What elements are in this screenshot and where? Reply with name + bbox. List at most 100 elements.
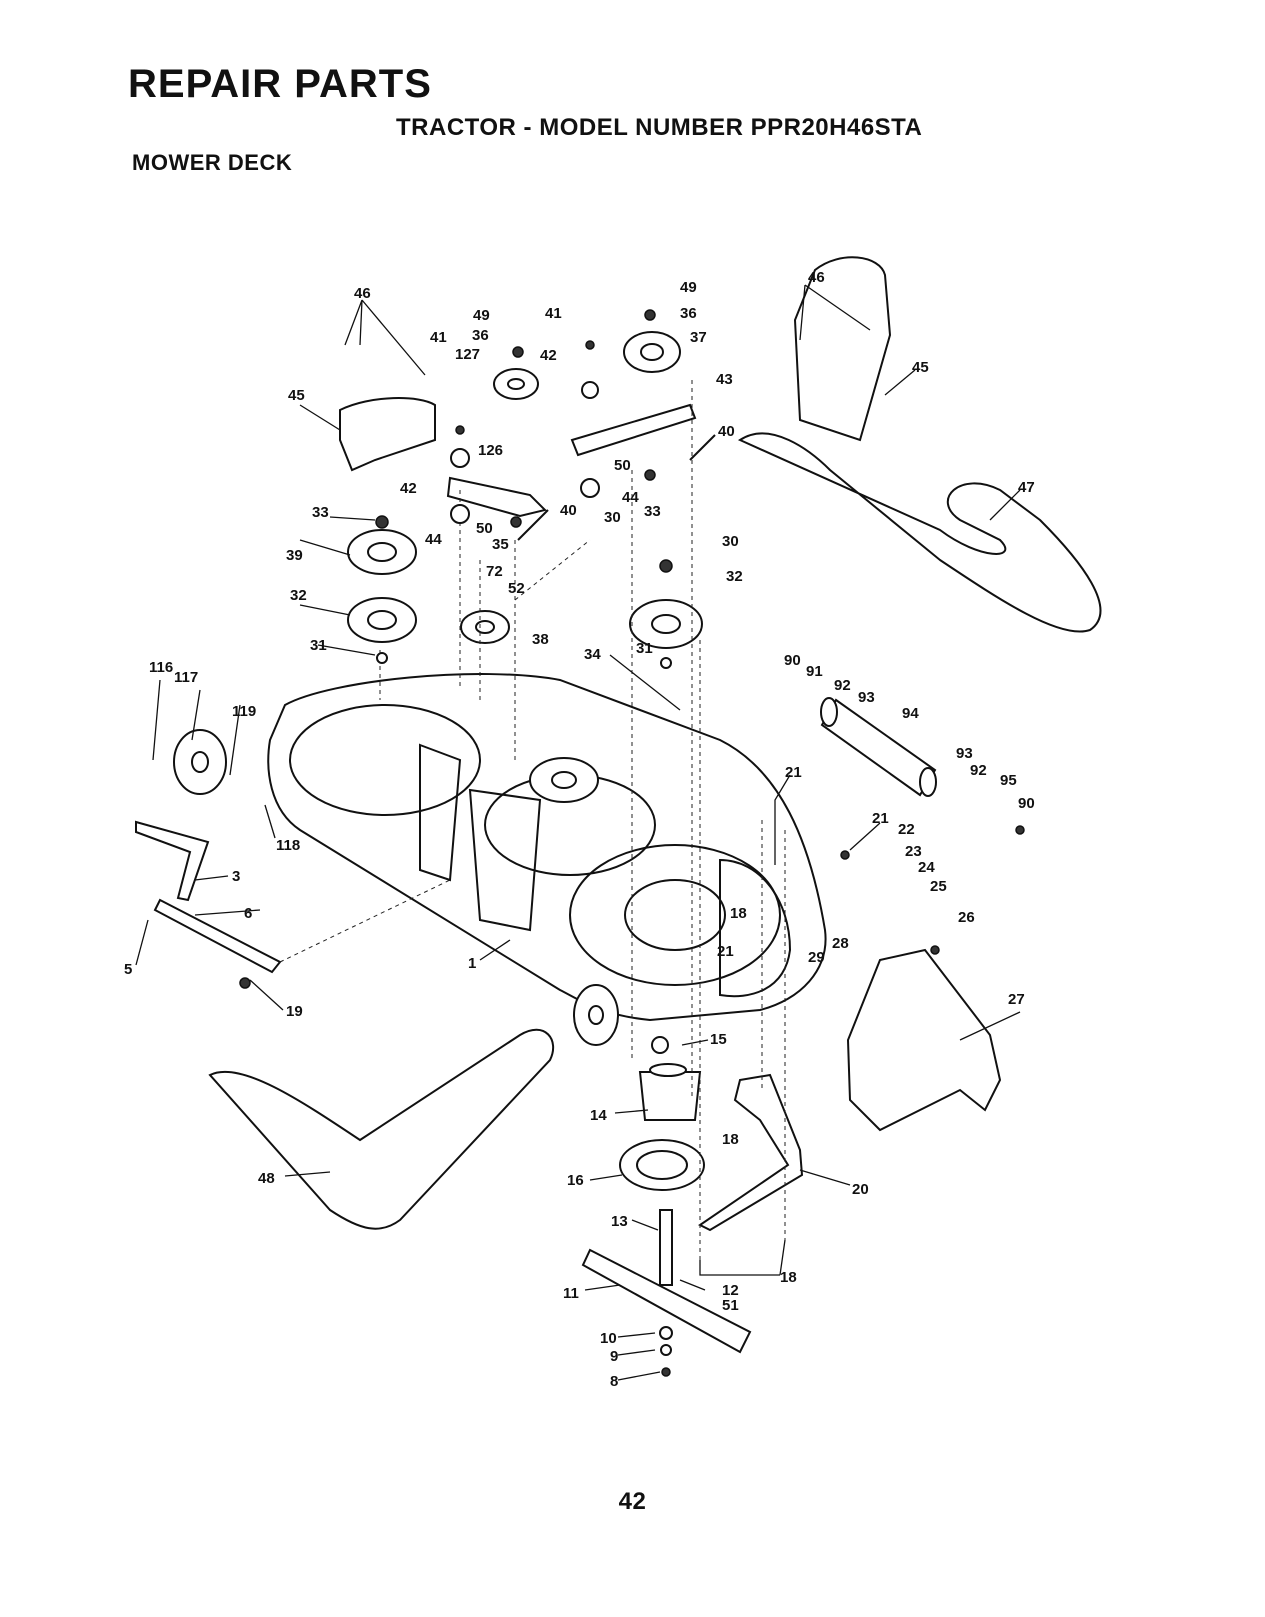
callout-21-2: 21 [872,810,889,827]
callout-9: 9 [610,1348,618,1365]
callout-15: 15 [710,1031,727,1048]
section-title: MOWER DECK [132,150,293,175]
callout-24: 24 [918,859,935,876]
callout-44-2: 44 [425,531,442,548]
callout-48: 48 [258,1170,275,1187]
callout-42: 42 [540,347,557,364]
pulley-deck-center [529,757,599,803]
hardware-fasteners [239,309,1025,1377]
idler-arm-126 [446,476,547,518]
callout-94: 94 [902,705,919,722]
callout-117: 117 [174,669,198,686]
callout-6: 6 [244,905,252,922]
callout-52: 52 [508,580,525,597]
callout-92: 92 [834,677,851,694]
callout-36: 36 [472,327,489,344]
discharge-chute-27 [846,948,1002,1132]
callout-18-2: 18 [722,1131,739,1148]
callout-35: 35 [492,536,509,553]
callout-45: 45 [288,387,305,404]
belt-cover-right [793,256,892,442]
callout-29: 29 [808,949,825,966]
gauge-wheel-front [573,984,619,1046]
callout-41-2: 41 [430,329,447,346]
pulley-32-left [347,597,417,643]
callout-18-3: 18 [780,1269,797,1286]
link-6 [153,898,282,974]
callout-33-2: 33 [644,503,661,520]
callout-26: 26 [958,909,975,926]
callout-19: 19 [286,1003,303,1020]
callout-126: 126 [478,442,503,459]
leader-lines [135,284,1021,1381]
callout-95: 95 [1000,772,1017,789]
callout-50: 50 [614,457,631,474]
page-number: 42 [618,1488,647,1515]
callout-49: 49 [473,307,490,324]
callout-46-2: 46 [808,269,825,286]
callout-118: 118 [276,837,300,854]
callout-28: 28 [832,935,849,952]
callout-5: 5 [124,961,132,978]
callout-51: 51 [722,1297,739,1314]
spring-40-right [689,434,716,461]
callout-21-3: 21 [717,943,734,960]
spindle-shaft-13 [659,1209,673,1286]
callout-37: 37 [690,329,707,346]
gauge-wheel-117 [173,729,227,795]
callout-23: 23 [905,843,922,860]
pulley-52 [460,610,510,644]
callout-90-2: 90 [1018,795,1035,812]
callout-42-2: 42 [400,480,417,497]
callout-90: 90 [784,652,801,669]
idler-arm-43 [570,403,697,457]
spindle-housing-14 [638,1063,702,1121]
callout-22: 22 [898,821,915,838]
callout-43: 43 [716,371,733,388]
callout-32: 32 [290,587,307,604]
callout-44: 44 [622,489,639,506]
callout-93-2: 93 [956,745,973,762]
mower-deck [267,673,827,1022]
pulley-39 [347,529,417,575]
callout-1: 1 [468,955,476,972]
callout-47: 47 [1018,479,1035,496]
callout-49-2: 49 [680,279,697,296]
callout-72: 72 [486,563,503,580]
callout-25: 25 [930,878,947,895]
spring-40-left [517,509,549,541]
callout-116: 116 [149,659,173,676]
callout-10: 10 [600,1330,617,1347]
model-subtitle: TRACTOR - MODEL NUMBER PPR20H46STA [396,114,923,141]
callout-40-2: 40 [560,502,577,519]
callout-34: 34 [584,646,601,663]
callout-30: 30 [604,509,621,526]
pulley-127 [493,368,539,400]
callout-119: 119 [232,703,256,720]
callout-8: 8 [610,1373,618,1390]
callout-46: 46 [354,285,371,302]
callout-27: 27 [1008,991,1025,1008]
bracket-3 [135,820,210,902]
callout-11: 11 [563,1285,579,1302]
callout-31: 31 [310,637,327,654]
callout-12: 12 [722,1282,739,1299]
callout-32-2: 32 [726,568,743,585]
callout-16: 16 [567,1172,584,1189]
callout-45-2: 45 [912,359,929,376]
callout-38: 38 [532,631,549,648]
callout-93: 93 [858,689,875,706]
baffle-20 [698,1073,804,1232]
callout-3: 3 [232,868,240,885]
callout-14: 14 [590,1107,607,1124]
callout-31-2: 31 [636,640,653,657]
callout-13: 13 [611,1213,628,1230]
callout-92-2: 92 [970,762,987,779]
callout-30-2: 30 [722,533,739,550]
deck-belt-48 [208,1028,555,1230]
callout-127: 127 [455,346,480,363]
anti-scalp-roller-94 [820,697,937,797]
callout-21: 21 [785,764,802,781]
